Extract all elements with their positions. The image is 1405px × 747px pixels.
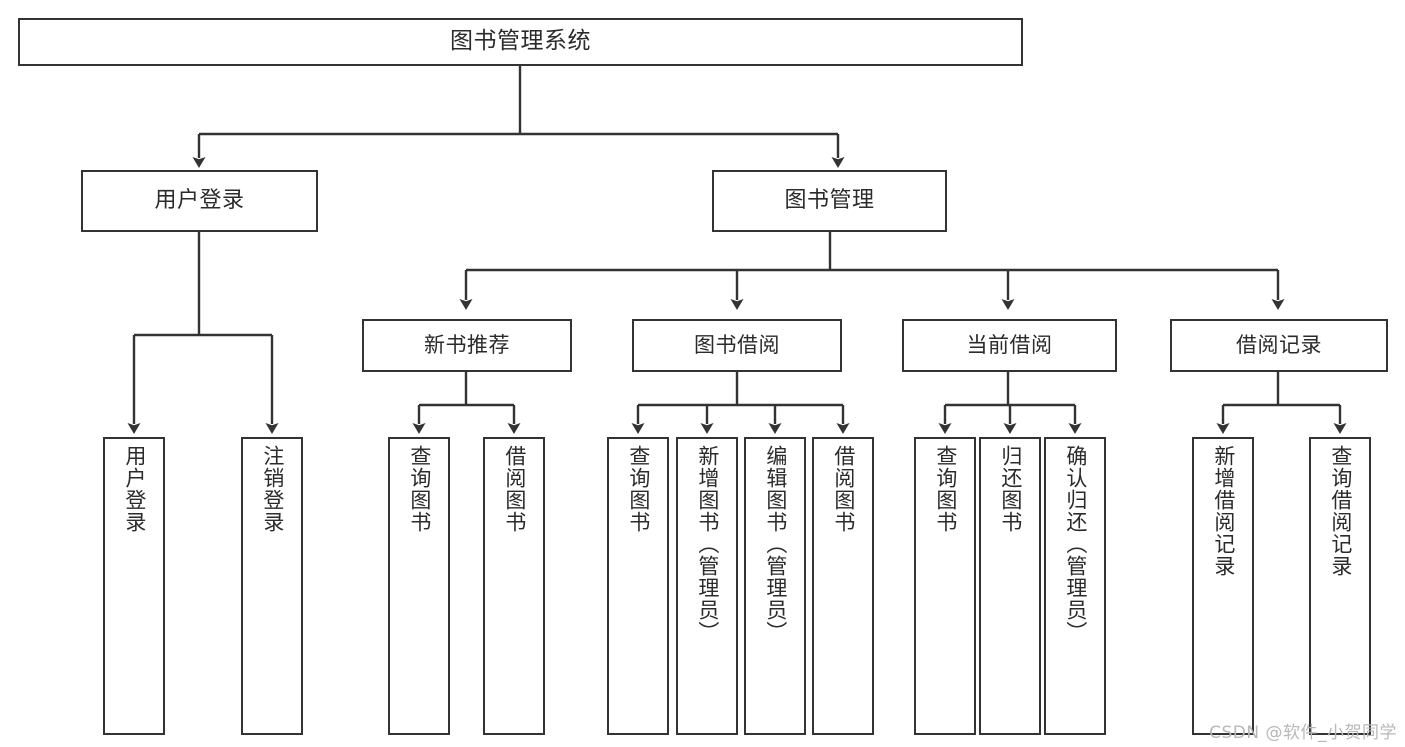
leaf-add-book-admin-label: 新增图书（管理员） — [695, 445, 720, 643]
leaf-query-book-borrow[interactable]: 查询图书 — [607, 437, 669, 735]
node-new-book-recommend[interactable]: 新书推荐 — [362, 319, 572, 372]
watermark: CSDN @软件_小贺同学 — [1209, 723, 1397, 743]
leaf-query-book-recommend[interactable]: 查询图书 — [388, 437, 450, 735]
leaf-user-login-label: 用户登录 — [122, 445, 147, 533]
leaf-add-borrow-record[interactable]: 新增借阅记录 — [1192, 437, 1254, 735]
leaf-return-book[interactable]: 归还图书 — [979, 437, 1041, 735]
node-root[interactable]: 图书管理系统 — [18, 18, 1023, 66]
leaf-return-book-label: 归还图书 — [998, 445, 1023, 533]
leaf-query-book-current[interactable]: 查询图书 — [914, 437, 976, 735]
node-book-borrow[interactable]: 图书借阅 — [632, 319, 842, 372]
node-book-borrow-label: 图书借阅 — [694, 333, 780, 358]
node-current-borrow-label: 当前借阅 — [966, 333, 1053, 358]
leaf-confirm-return-admin[interactable]: 确认归还（管理员） — [1044, 437, 1106, 735]
leaf-edit-book-admin[interactable]: 编辑图书（管理员） — [744, 437, 806, 735]
node-current-borrow[interactable]: 当前借阅 — [902, 319, 1117, 372]
leaf-borrow-book-recommend[interactable]: 借阅图书 — [483, 437, 545, 735]
leaf-logout[interactable]: 注销登录 — [241, 437, 303, 735]
leaf-confirm-return-admin-label: 确认归还（管理员） — [1063, 445, 1088, 643]
leaf-edit-book-admin-label: 编辑图书（管理员） — [763, 445, 788, 643]
leaf-borrow-book-borrow[interactable]: 借阅图书 — [812, 437, 874, 735]
leaf-query-book-borrow-label: 查询图书 — [626, 445, 651, 533]
node-new-book-recommend-label: 新书推荐 — [424, 333, 510, 358]
leaf-query-borrow-record[interactable]: 查询借阅记录 — [1309, 437, 1371, 735]
leaf-query-book-recommend-label: 查询图书 — [407, 445, 432, 533]
node-user-login[interactable]: 用户登录 — [81, 170, 318, 232]
node-root-label: 图书管理系统 — [450, 28, 591, 55]
leaf-add-book-admin[interactable]: 新增图书（管理员） — [676, 437, 738, 735]
leaf-add-borrow-record-label: 新增借阅记录 — [1211, 445, 1236, 577]
leaf-user-login[interactable]: 用户登录 — [103, 437, 165, 735]
node-borrow-record[interactable]: 借阅记录 — [1170, 319, 1388, 372]
node-book-management-label: 图书管理 — [784, 188, 875, 214]
leaf-borrow-book-borrow-label: 借阅图书 — [831, 445, 856, 533]
node-book-management[interactable]: 图书管理 — [712, 170, 947, 232]
leaf-logout-label: 注销登录 — [260, 445, 285, 533]
leaf-borrow-book-recommend-label: 借阅图书 — [502, 445, 527, 533]
leaf-query-borrow-record-label: 查询借阅记录 — [1328, 445, 1353, 577]
node-borrow-record-label: 借阅记录 — [1236, 333, 1322, 358]
leaf-query-book-current-label: 查询图书 — [933, 445, 958, 533]
node-user-login-label: 用户登录 — [154, 188, 245, 214]
